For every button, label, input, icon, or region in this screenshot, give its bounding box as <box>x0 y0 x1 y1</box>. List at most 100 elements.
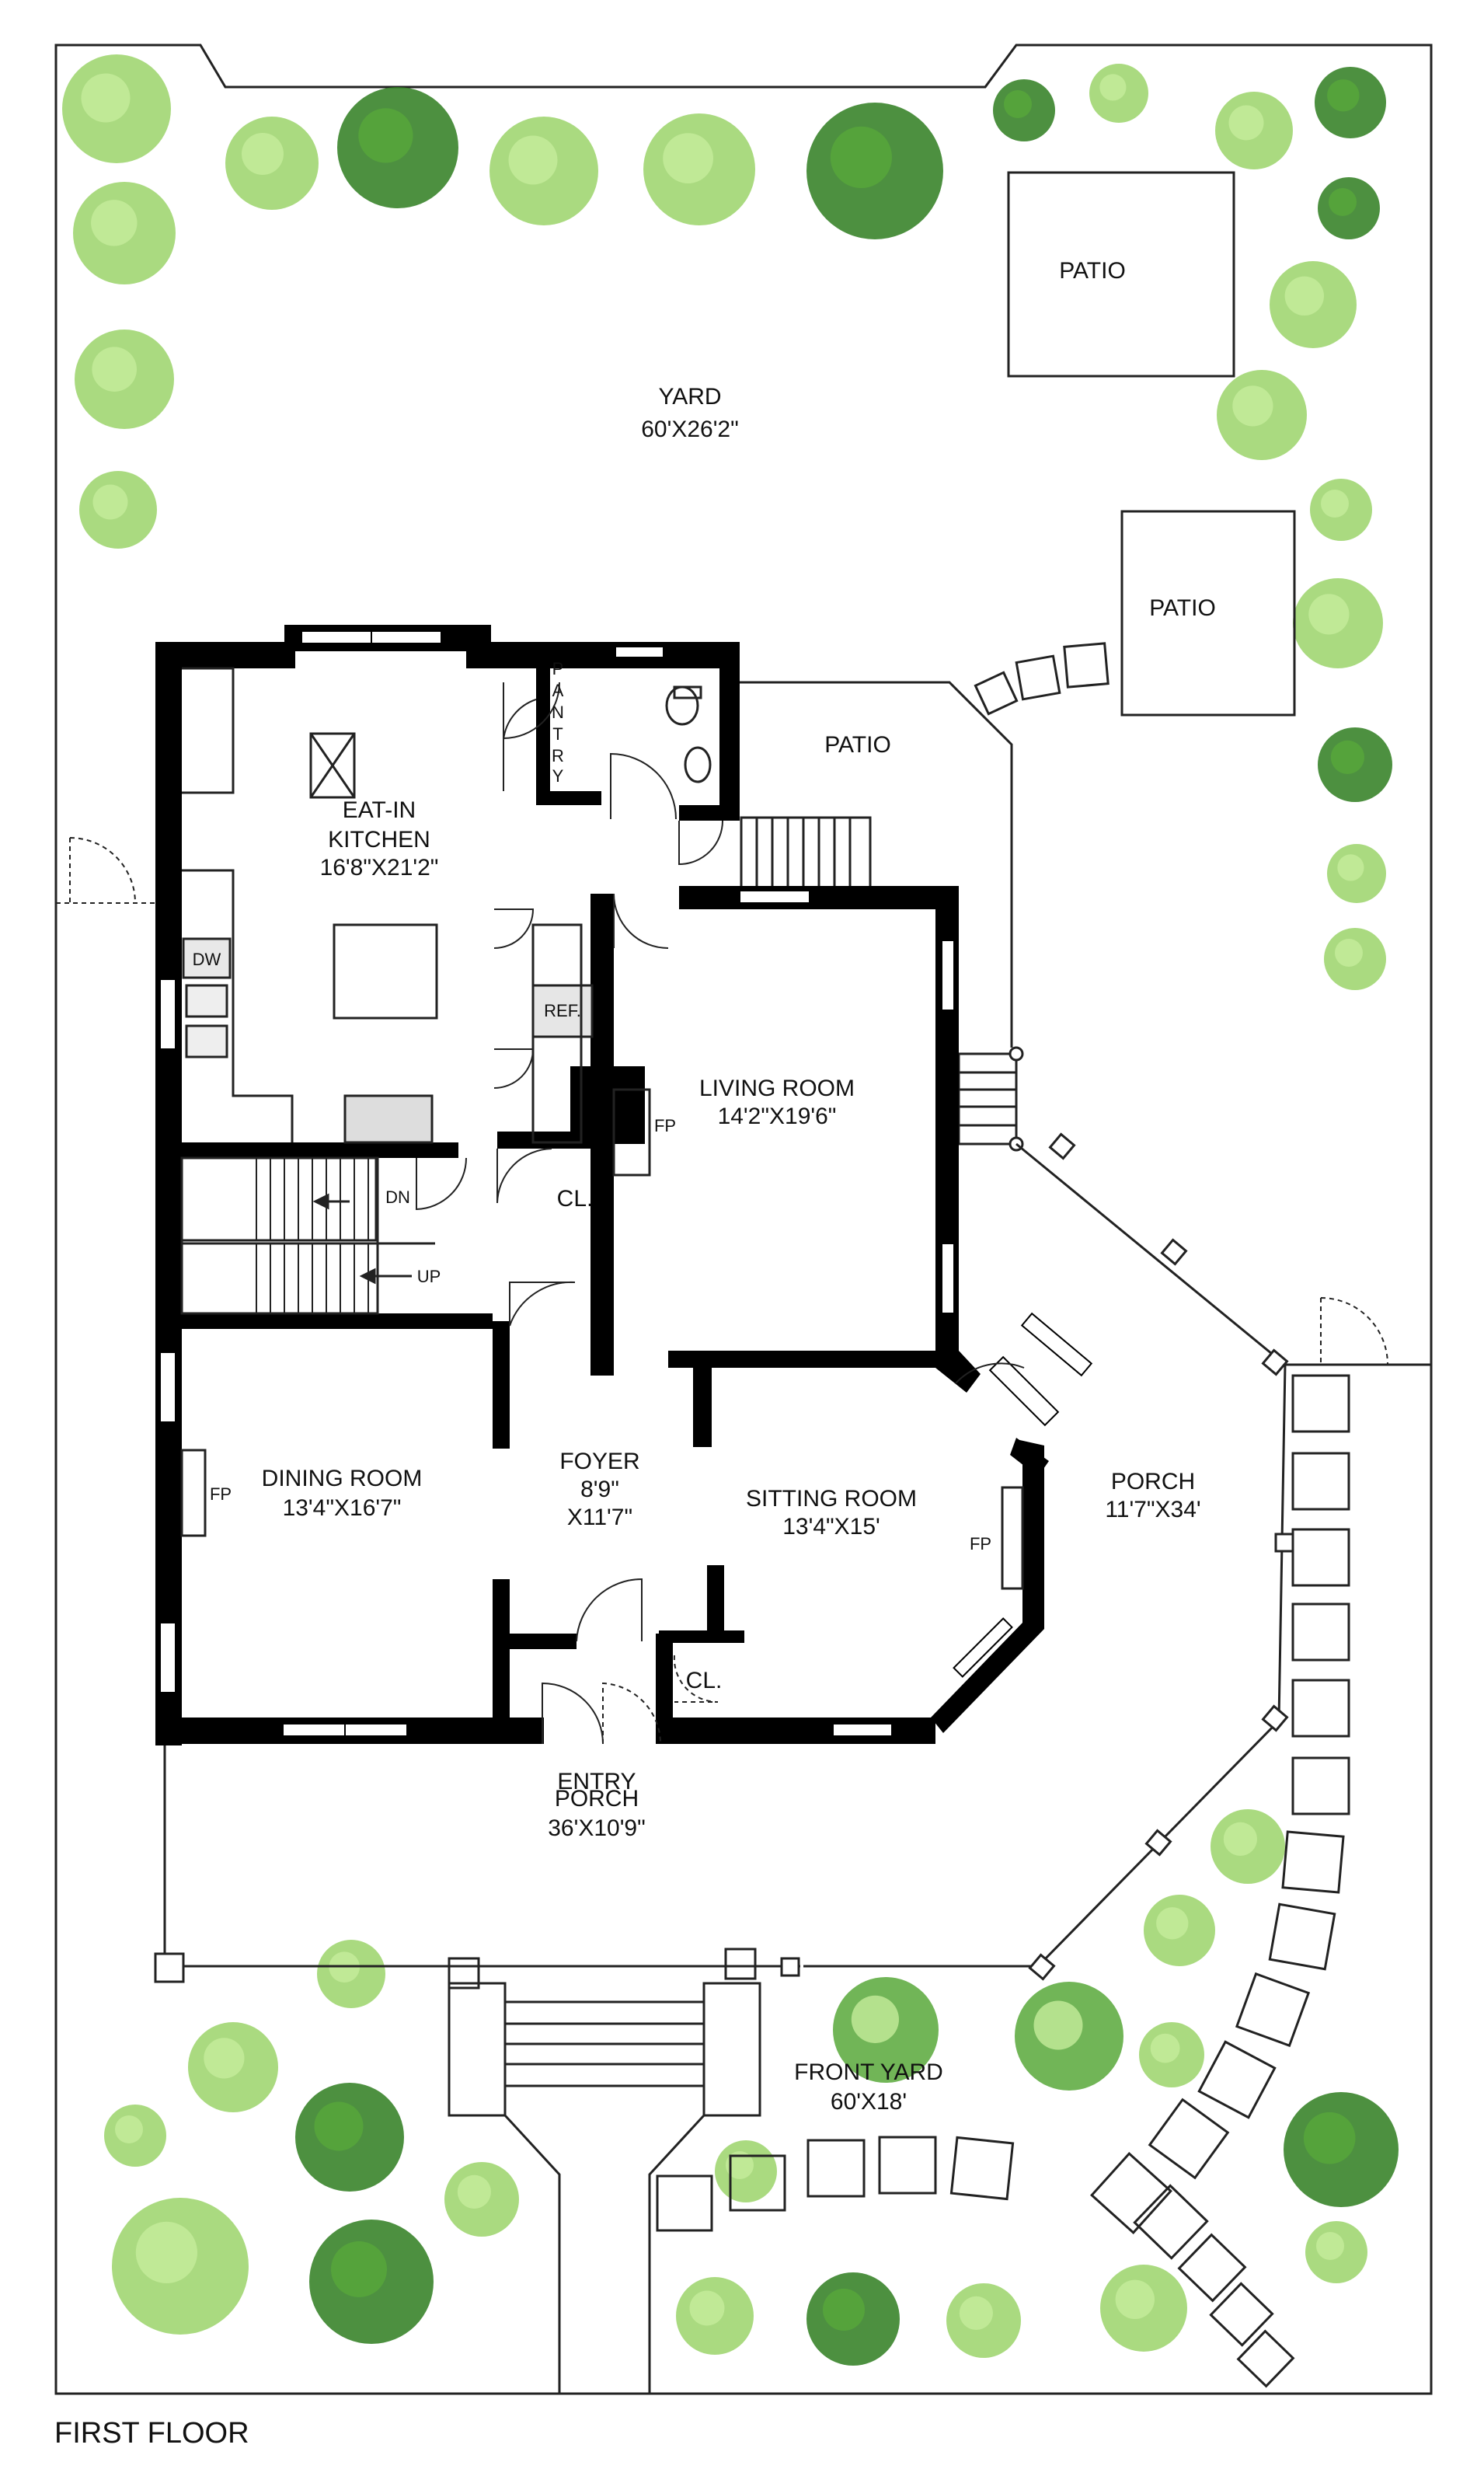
stair-treads <box>256 1158 369 1313</box>
stepping-stone <box>656 2174 713 2232</box>
shrub-highlight <box>1337 854 1364 881</box>
shrub-highlight <box>91 200 138 246</box>
stepping-stone <box>1291 1679 1350 1738</box>
shrub-highlight <box>1232 385 1273 427</box>
shrub-highlight <box>1033 2000 1083 2050</box>
shrub-highlight <box>823 2289 865 2331</box>
stepping-stone <box>878 2136 937 2195</box>
interior-lines <box>180 667 1024 1590</box>
stepping-stone <box>1133 2184 1209 2260</box>
shrub-highlight <box>1004 90 1032 118</box>
front-porch-size: 36'X10'9" <box>548 1815 646 1841</box>
stepping-stone <box>1291 1528 1350 1587</box>
living-fireplace-label: FP <box>654 1116 676 1135</box>
stepping-stone <box>806 2139 866 2198</box>
shrub-highlight <box>242 133 284 175</box>
stepping-stone <box>1148 2098 1230 2180</box>
foyer-size-1: 8'9" <box>580 1477 619 1502</box>
pantry-letter: Y <box>552 766 564 786</box>
shrub-highlight <box>1150 2033 1180 2063</box>
shrub-highlight <box>1316 2232 1344 2260</box>
front-walkway <box>503 2114 705 2394</box>
porch-outline <box>163 1142 1287 1968</box>
yard-size: 60'X26'2" <box>641 417 739 442</box>
foyer-label: FOYER <box>559 1449 639 1474</box>
dining-room-label: DINING ROOM <box>262 1466 423 1491</box>
side-porch-size: 11'7"X34' <box>1105 1497 1200 1522</box>
stepping-stone <box>1268 1902 1336 1971</box>
shrub-highlight <box>81 73 131 123</box>
shrub-highlight <box>1329 188 1357 216</box>
stepping-stone <box>1209 2282 1274 2347</box>
sitting-room-size: 13'4"X15' <box>782 1514 880 1540</box>
shrub-highlight <box>115 2115 143 2143</box>
pantry-letter: R <box>552 746 564 765</box>
shrub-highlight <box>92 484 128 520</box>
stepping-stone <box>949 2136 1015 2201</box>
kitchen-label-2: KITCHEN <box>328 827 430 853</box>
shrub-highlight <box>314 2101 364 2151</box>
shrub-highlight <box>1303 2112 1356 2164</box>
fixture-labels: DW REF. FP FP FP CL. CL. DN UP <box>193 950 991 1693</box>
stepping-stone <box>1291 1602 1350 1662</box>
front-porch-label: PORCH <box>555 1786 639 1812</box>
living-room-label: LIVING ROOM <box>699 1076 855 1101</box>
pantry-letter: A <box>552 681 564 700</box>
patio-right-label: PATIO <box>1149 595 1216 621</box>
patio-back-outline <box>737 681 1013 1048</box>
stair-arrows <box>312 1193 412 1285</box>
stepping-stone <box>1291 1756 1350 1815</box>
patio-right <box>1120 510 1296 717</box>
porch-gate <box>1320 1297 1388 1365</box>
patio-top-label: PATIO <box>1059 258 1126 284</box>
shrub-highlight <box>1284 276 1325 316</box>
pantry-letter: P <box>552 659 564 678</box>
closet-label: CL. <box>686 1668 723 1693</box>
shrub-highlight <box>689 2290 725 2326</box>
entry-label: ENTRY <box>557 1769 636 1794</box>
back-stairs <box>740 816 872 891</box>
left-gate <box>56 837 155 904</box>
lot-boundary <box>54 44 1433 2395</box>
stepping-stones-front <box>656 1374 1350 2388</box>
dining-fireplace-label: FP <box>210 1484 232 1504</box>
stepping-stone <box>1236 2329 1295 2388</box>
shrub-highlight <box>1327 79 1360 112</box>
side-porch-label: PORCH <box>1111 1469 1195 1494</box>
stepping-stone <box>1090 2152 1172 2234</box>
porch-posts <box>154 1132 1294 1983</box>
kitchen-size: 16'8"X21'2" <box>320 855 439 881</box>
floor-title: FIRST FLOOR <box>54 2417 249 2450</box>
shrub-highlight <box>331 2241 387 2297</box>
windows <box>159 630 1093 1737</box>
sitting-fireplace-label: FP <box>970 1534 991 1554</box>
stepping-stone <box>1177 2233 1247 2303</box>
shrub-highlight <box>1115 2279 1155 2319</box>
shrub-highlight <box>135 2221 197 2283</box>
shrub-highlight <box>204 2038 245 2079</box>
dishwasher-label: DW <box>193 950 221 969</box>
shrub-highlight <box>726 2151 754 2179</box>
landscaping <box>62 54 1399 2366</box>
stepping-stone <box>1235 1972 1311 2048</box>
shrub-highlight <box>851 1995 899 2043</box>
stairs-up-label: UP <box>417 1267 441 1286</box>
living-room-size: 14'2"X19'6" <box>718 1104 837 1129</box>
stepping-stone <box>1291 1452 1350 1511</box>
stepping-stone <box>1197 2040 1277 2119</box>
shrub-highlight <box>508 135 558 185</box>
sitting-room-label: SITTING ROOM <box>746 1486 917 1512</box>
kitchen-label-1: EAT-IN <box>343 797 416 823</box>
stairs-down-label: DN <box>385 1187 410 1207</box>
shrub-highlight <box>358 108 413 163</box>
shrub-highlight <box>1308 594 1350 635</box>
front-yard-size: 60'X18' <box>831 2089 907 2115</box>
doors <box>416 682 1025 1745</box>
shrub-highlight <box>663 133 713 184</box>
patio-back-label: PATIO <box>824 732 891 758</box>
pantry-letter: N <box>552 703 564 722</box>
shrub-highlight <box>1156 1907 1189 1940</box>
room-labels: YARD 60'X26'2" PATIO PATIO PATIO EAT-IN … <box>262 258 1216 2115</box>
stepping-stone <box>729 2154 786 2212</box>
